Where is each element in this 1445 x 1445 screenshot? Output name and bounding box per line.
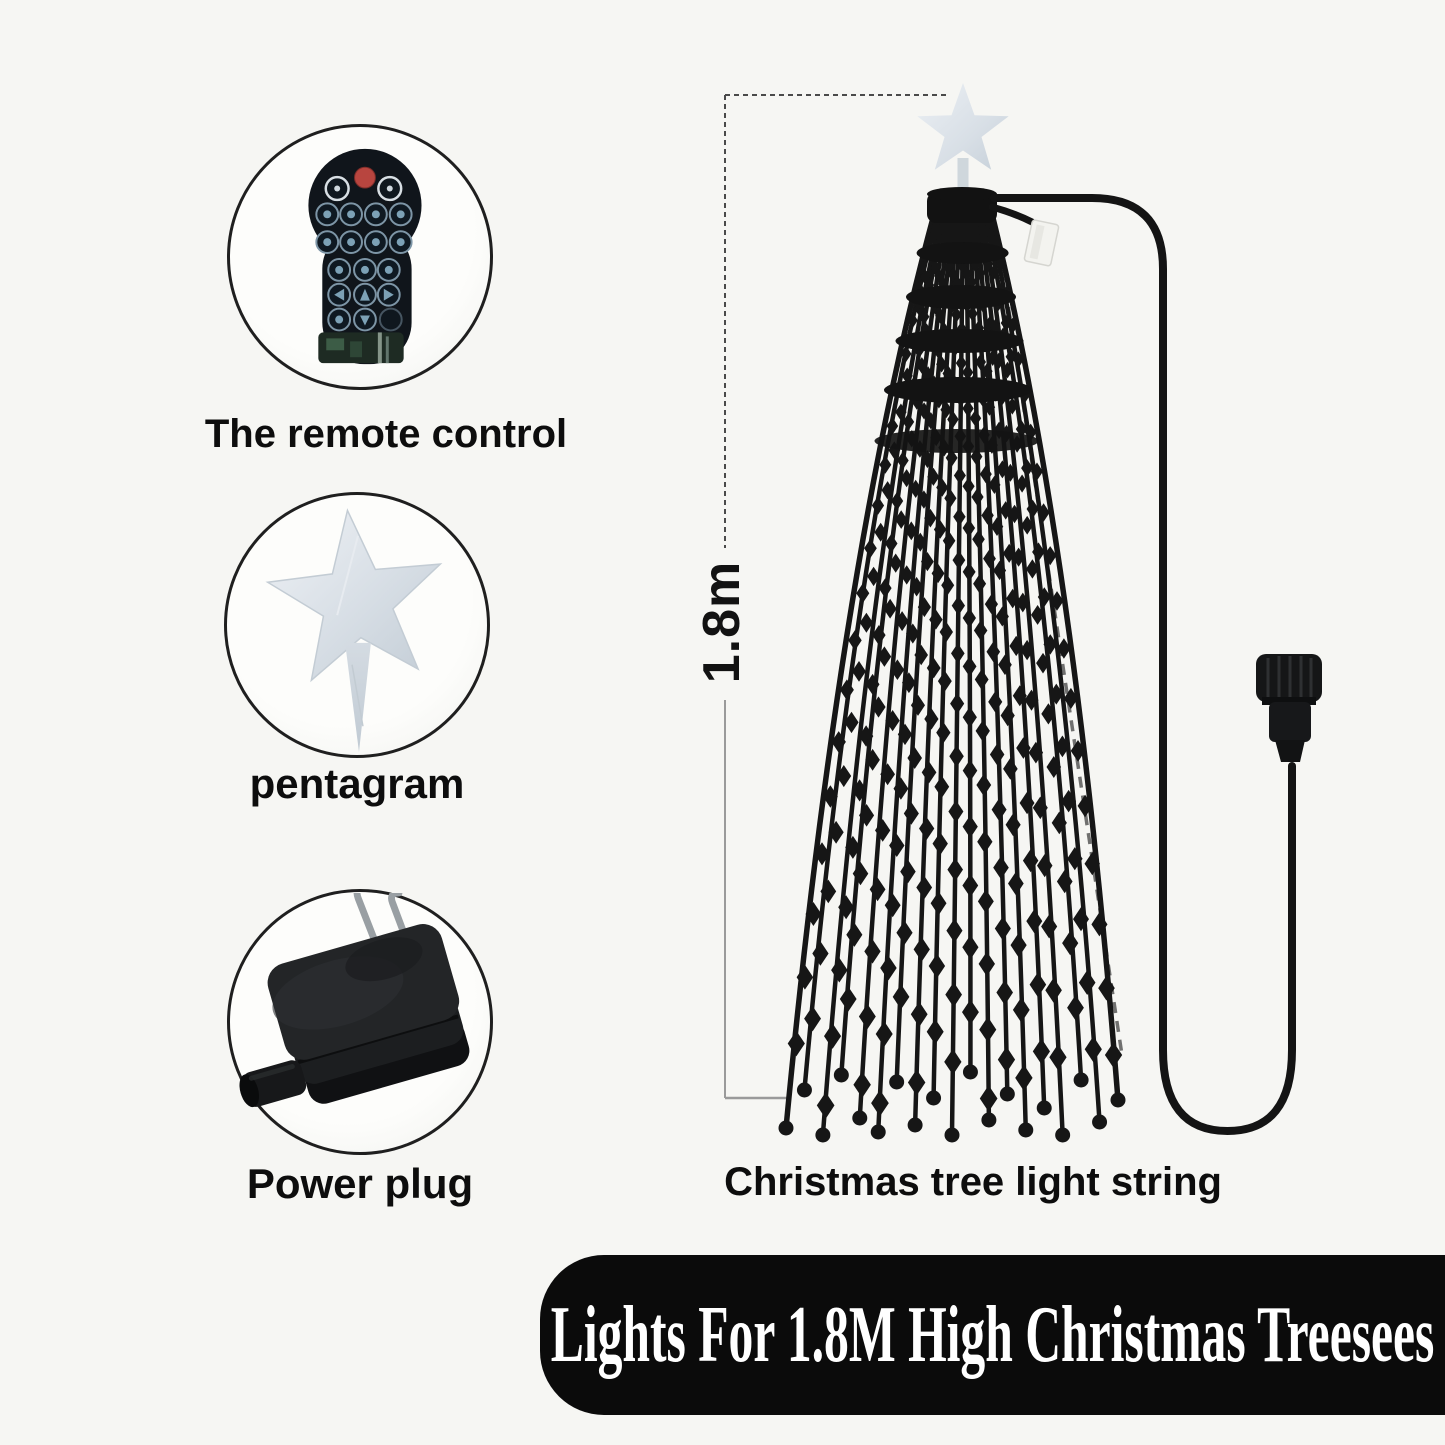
clip-branch-cable <box>988 203 1036 226</box>
tree-caption: Christmas tree light string <box>724 1160 1222 1204</box>
title-banner: Lights For 1.8M High Christmas Treesees <box>540 1255 1445 1415</box>
power-plug-icon <box>239 893 470 1108</box>
star-topper-icon <box>265 508 443 753</box>
pentagram-star-shape <box>265 508 443 683</box>
screw-connector <box>1256 654 1322 762</box>
tree-top-rings <box>874 242 1039 453</box>
power-cable <box>990 194 1296 1136</box>
remote-control-photo-circle <box>227 124 493 390</box>
banner-text: Lights For 1.8M High Christmas Treesees <box>550 1290 1435 1379</box>
power-plug-photo-circle <box>227 889 493 1155</box>
pentagram-photo-circle <box>224 492 490 758</box>
white-connector-clip <box>1023 219 1060 267</box>
remote-control-icon <box>308 148 422 365</box>
plug-barrel-connector <box>239 1060 307 1108</box>
tree-star-stem <box>957 158 969 198</box>
remote-circuit-hint <box>318 332 404 364</box>
height-dimension-label: 1.8m <box>693 560 751 684</box>
feature-label-plug: Power plug <box>246 1160 474 1207</box>
feature-label-pentagram: pentagram <box>249 760 465 807</box>
dimension-lines <box>724 94 950 1100</box>
tree-topper-star <box>917 83 1009 170</box>
tree-light-strings <box>778 215 1126 1143</box>
remote-buttons <box>315 175 413 332</box>
feature-label-remote: The remote control <box>204 412 568 456</box>
plug-prongs <box>353 893 418 965</box>
remote-power-button-red <box>354 166 376 189</box>
tree-top-cap <box>927 187 997 223</box>
